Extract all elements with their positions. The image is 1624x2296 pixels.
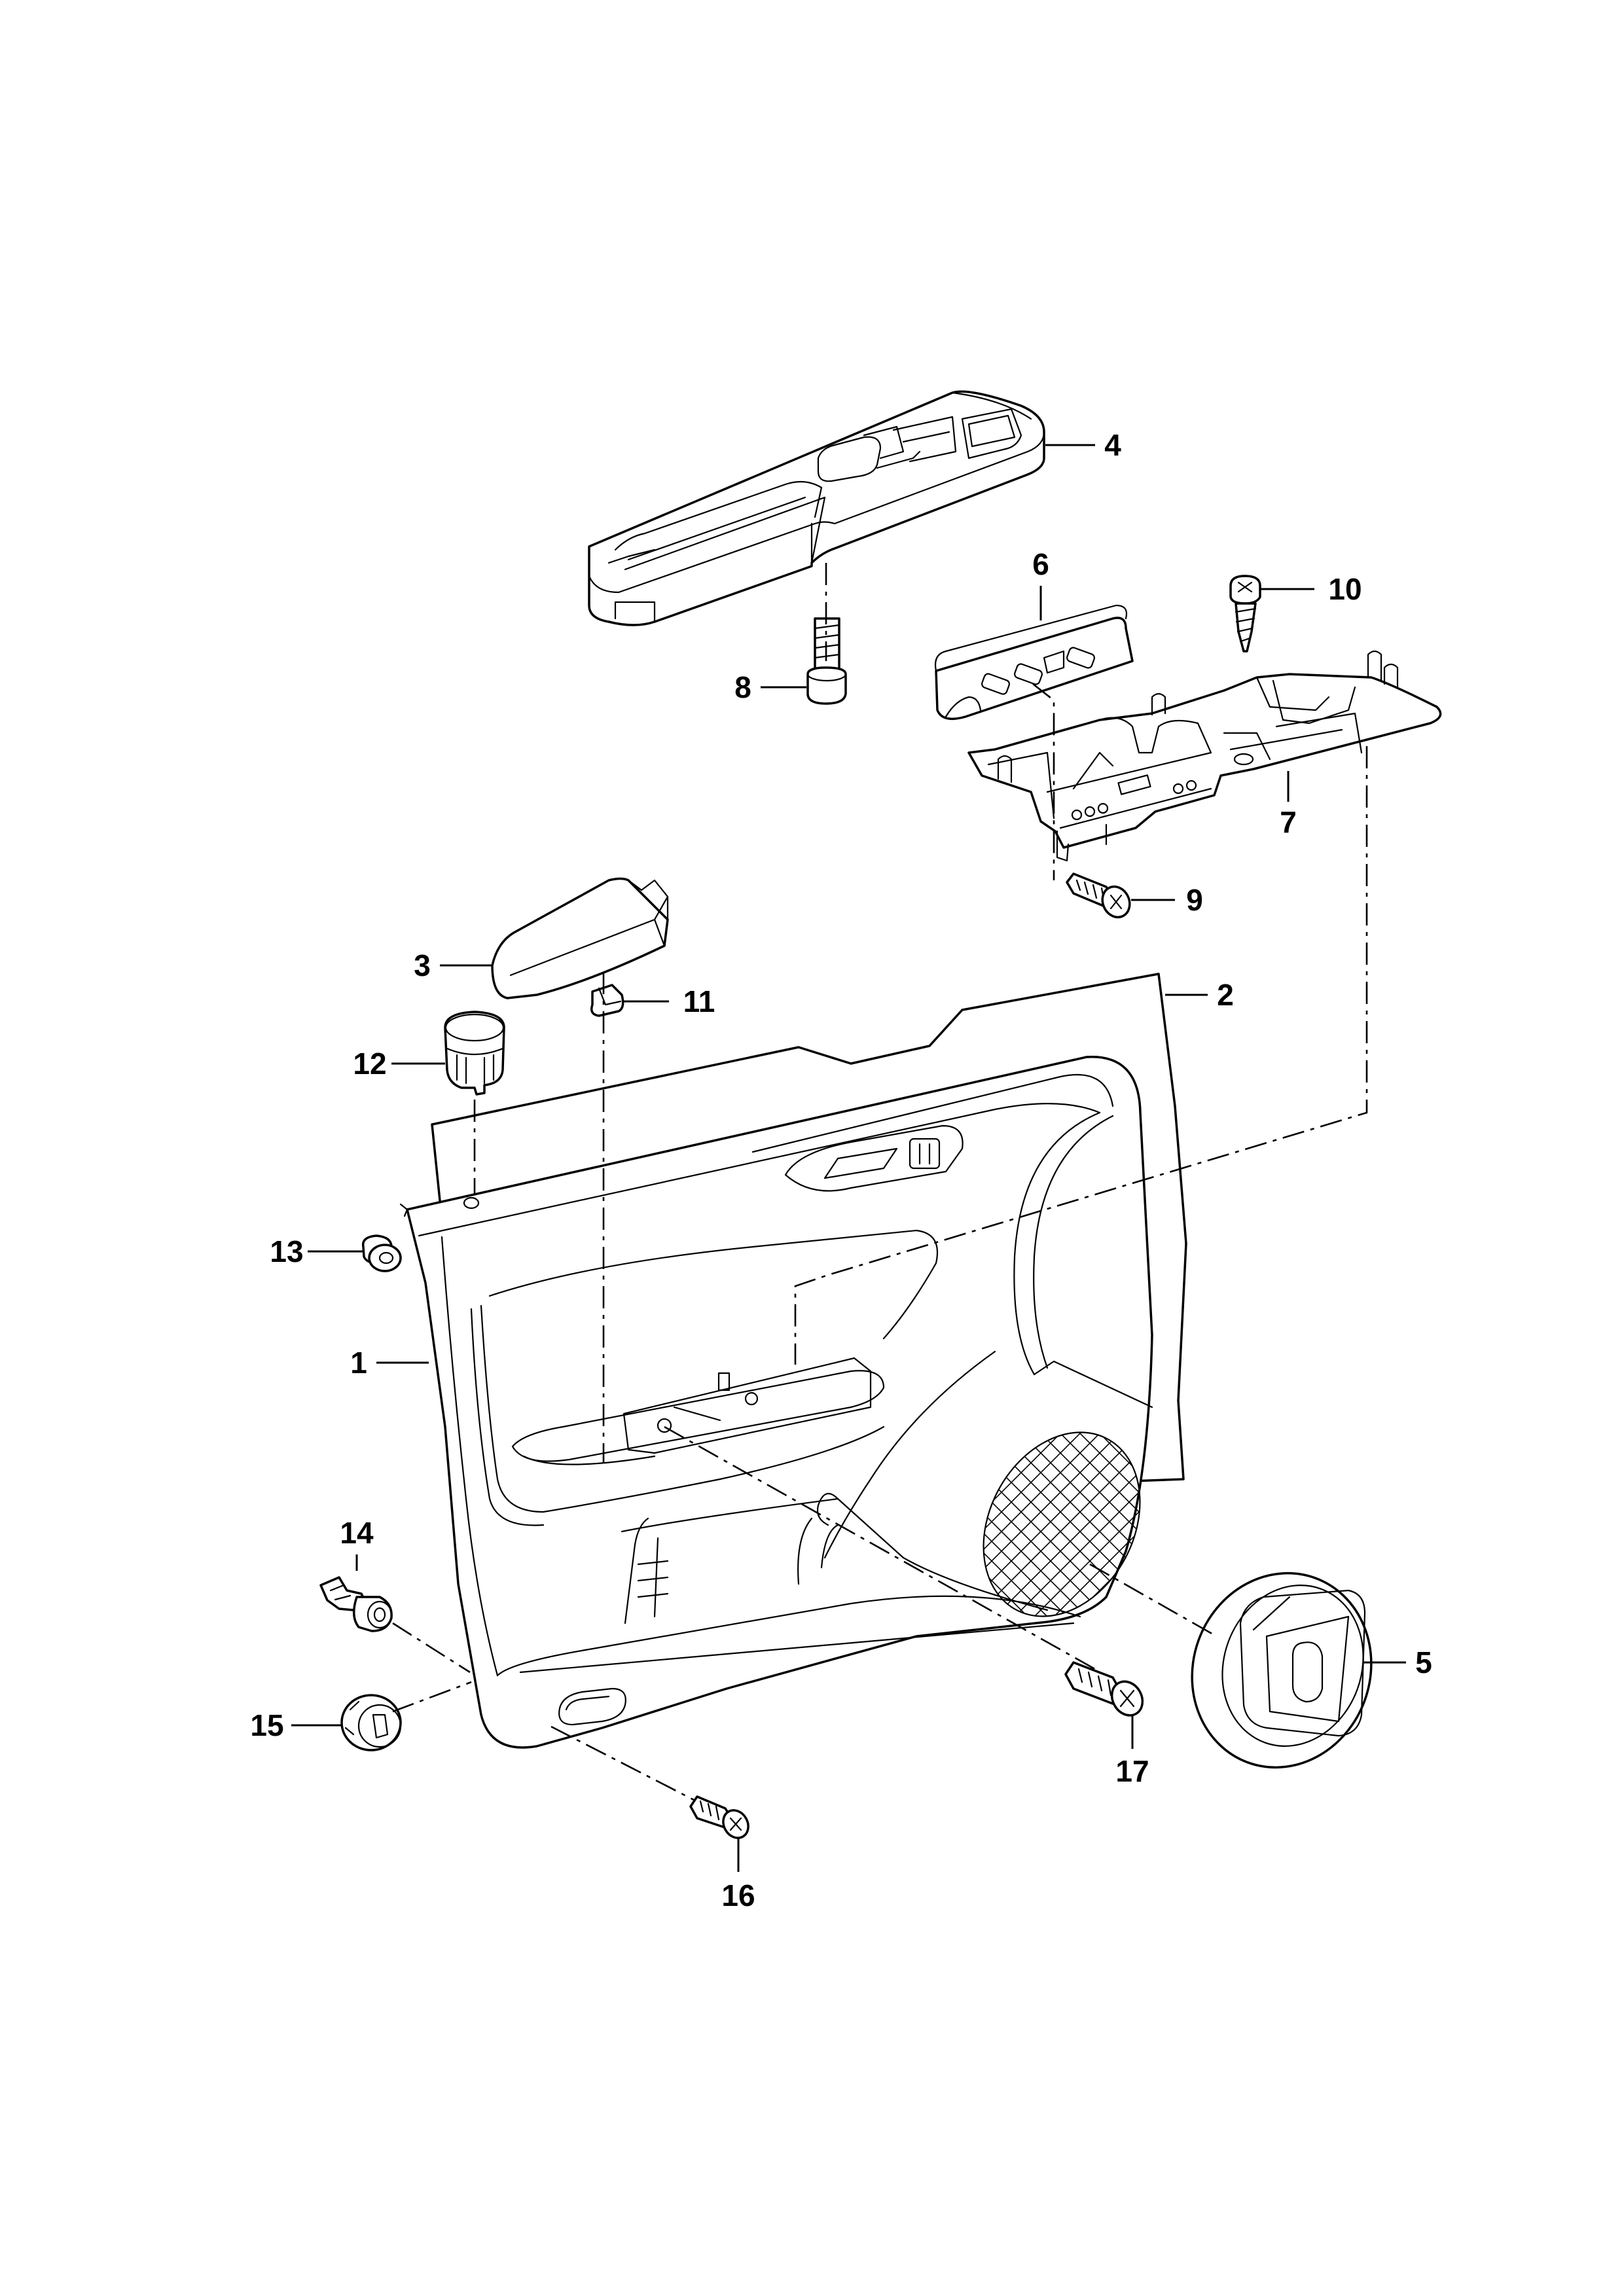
callout-12: 12: [353, 1047, 386, 1081]
callout-13: 13: [270, 1234, 303, 1268]
callout-3: 3: [414, 948, 431, 982]
part-14-push-pin: [319, 1576, 393, 1632]
callout-2: 2: [1217, 978, 1234, 1012]
part-15-grommet: [340, 1694, 402, 1751]
part-4-switch-panel-cover: [588, 390, 1045, 626]
part-11-spring-clip: [590, 984, 624, 1017]
part-7-switch-bracket: [967, 650, 1442, 862]
callout-7: 7: [1280, 805, 1297, 839]
part-13-clip: [361, 1234, 402, 1272]
callout-17: 17: [1115, 1754, 1149, 1788]
assembly-lines: [392, 563, 1368, 1801]
callout-10: 10: [1328, 572, 1362, 606]
part-8-bolt: [806, 617, 847, 705]
part-1-door-trim-panel: [399, 1056, 1171, 1749]
callout-14: 14: [340, 1516, 374, 1550]
leader-lines: [291, 444, 1406, 1872]
part-5-speaker-cover: [1191, 1571, 1373, 1769]
callout-1: 1: [350, 1346, 367, 1380]
part-12-mounting-clip: [444, 1011, 505, 1096]
part-3-corner-cap: [491, 877, 669, 999]
callout-6: 6: [1032, 547, 1049, 581]
callout-5: 5: [1415, 1645, 1432, 1679]
callout-4: 4: [1104, 428, 1121, 462]
part-9-screw: [1066, 872, 1131, 919]
callout-8: 8: [734, 670, 751, 704]
callout-9: 9: [1186, 883, 1203, 917]
callout-16: 16: [721, 1878, 755, 1912]
part-17-screw: [1064, 1661, 1144, 1717]
part-16-screw: [689, 1795, 749, 1839]
callout-11: 11: [683, 984, 715, 1018]
callout-labels: 1 2 3 4 5 6 7 8 9 10 11 12 13 14 15 16 1…: [250, 428, 1432, 1912]
callout-15: 15: [250, 1708, 283, 1742]
part-10-self-tapping-screw: [1229, 575, 1261, 653]
part-6-switch-insert: [934, 604, 1134, 721]
